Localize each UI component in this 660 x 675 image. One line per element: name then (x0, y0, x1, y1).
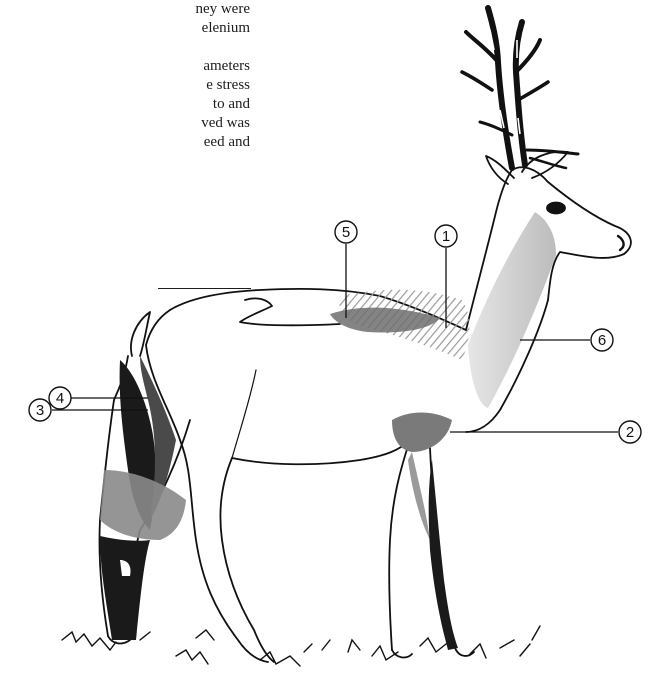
foreleg-dark-muscle (429, 460, 458, 650)
marker-label: 5 (342, 224, 350, 241)
marker-4: 4 (49, 387, 71, 409)
marker-2: 2 (619, 421, 641, 443)
marker-1: 1 (435, 225, 457, 247)
marker-label: 6 (598, 332, 606, 349)
marker-label: 3 (36, 402, 44, 419)
marker-3: 3 (29, 399, 51, 421)
foreleg-muscle-shading (392, 413, 452, 453)
neck-muscle-shading (468, 212, 556, 408)
marker-label: 2 (626, 424, 634, 441)
antlers (462, 8, 578, 168)
deer-body (99, 152, 630, 662)
marker-label: 4 (56, 390, 64, 407)
marker-6: 6 (591, 329, 613, 351)
marker-label: 1 (442, 228, 450, 245)
marker-5: 5 (335, 221, 357, 243)
